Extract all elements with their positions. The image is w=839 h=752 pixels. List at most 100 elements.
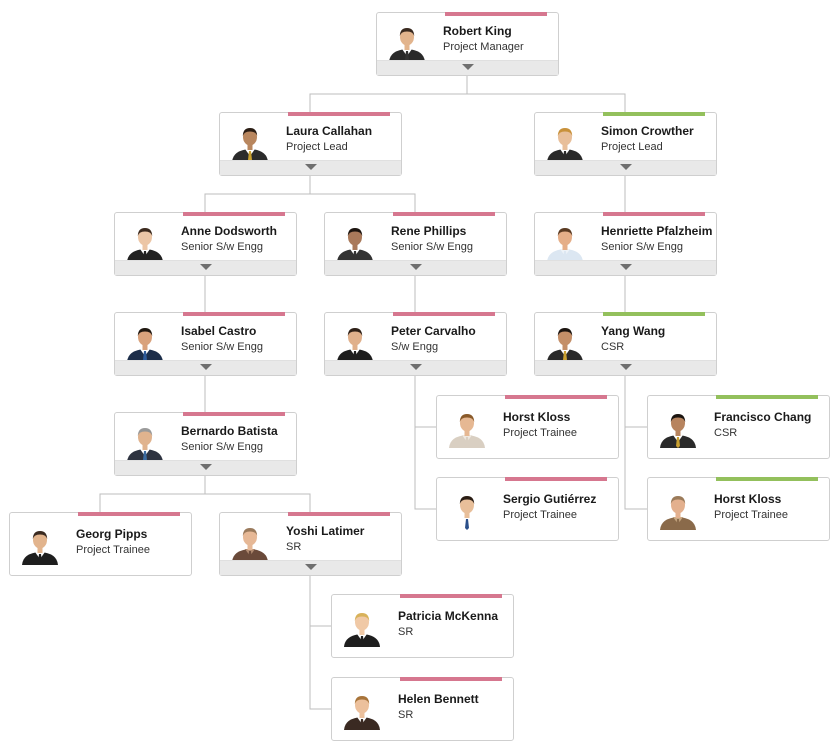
chevron-down-icon — [199, 364, 212, 370]
employee-title: Senior S/w Engg — [391, 241, 473, 253]
employee-name: Yoshi Latimer — [286, 524, 365, 538]
employee-title: Senior S/w Engg — [601, 241, 683, 253]
avatar — [335, 322, 375, 362]
employee-title: Project Manager — [443, 41, 524, 53]
card-accent-bar — [716, 395, 818, 399]
employee-title: S/w Engg — [391, 341, 439, 353]
avatar — [447, 490, 487, 530]
avatar — [447, 408, 487, 448]
card-accent-bar — [400, 594, 502, 598]
chevron-down-icon — [409, 364, 422, 370]
collapse-toggle-button[interactable] — [325, 360, 506, 375]
card-accent-bar — [393, 212, 495, 216]
avatar — [230, 522, 270, 562]
avatar — [342, 690, 382, 730]
chevron-down-icon — [199, 264, 212, 270]
card-accent-bar — [505, 477, 607, 481]
collapse-toggle-button[interactable] — [115, 460, 296, 475]
card-accent-bar — [288, 512, 390, 516]
collapse-toggle-button[interactable] — [377, 60, 558, 75]
collapse-toggle-button[interactable] — [535, 360, 716, 375]
employee-title: Senior S/w Engg — [181, 341, 263, 353]
employee-name: Simon Crowther — [601, 124, 694, 138]
employee-name: Helen Bennett — [398, 692, 479, 706]
avatar — [545, 222, 585, 262]
collapse-toggle-button[interactable] — [220, 160, 401, 175]
card-accent-bar — [183, 312, 285, 316]
avatar — [545, 322, 585, 362]
card-accent-bar — [445, 12, 547, 16]
employee-name: Anne Dodsworth — [181, 224, 277, 238]
employee-name: Georg Pipps — [76, 527, 148, 541]
employee-title: Senior S/w Engg — [181, 441, 263, 453]
avatar — [658, 408, 698, 448]
card-accent-bar — [183, 212, 285, 216]
chevron-down-icon — [461, 64, 474, 70]
avatar — [335, 222, 375, 262]
avatar — [658, 490, 698, 530]
avatar — [125, 322, 165, 362]
card-accent-bar — [393, 312, 495, 316]
avatar — [230, 122, 270, 162]
employee-title: Project Trainee — [503, 427, 577, 439]
collapse-toggle-button[interactable] — [535, 160, 716, 175]
chevron-down-icon — [619, 364, 632, 370]
employee-name: Horst Kloss — [714, 492, 782, 506]
employee-title: Project Trainee — [714, 509, 788, 521]
chevron-down-icon — [304, 164, 317, 170]
card-accent-bar — [603, 312, 705, 316]
collapse-toggle-button[interactable] — [115, 360, 296, 375]
employee-name: Rene Phillips — [391, 224, 467, 238]
employee-name: Peter Carvalho — [391, 324, 476, 338]
avatar — [545, 122, 585, 162]
employee-name: Horst Kloss — [503, 410, 571, 424]
employee-title: Project Lead — [286, 141, 348, 153]
employee-title: Project Lead — [601, 141, 663, 153]
chevron-down-icon — [304, 564, 317, 570]
card-accent-bar — [288, 112, 390, 116]
chevron-down-icon — [409, 264, 422, 270]
employee-name: Henriette Pfalzheim — [601, 224, 713, 238]
avatar — [342, 607, 382, 647]
avatar — [125, 422, 165, 462]
employee-name: Laura Callahan — [286, 124, 373, 138]
employee-name: Yang Wang — [601, 324, 666, 338]
collapse-toggle-button[interactable] — [115, 260, 296, 275]
collapse-toggle-button[interactable] — [220, 560, 401, 575]
collapse-toggle-button[interactable] — [535, 260, 716, 275]
card-accent-bar — [183, 412, 285, 416]
chevron-down-icon — [619, 164, 632, 170]
chevron-down-icon — [619, 264, 632, 270]
employee-name: Patricia McKenna — [398, 609, 499, 623]
chevron-down-icon — [199, 464, 212, 470]
avatar — [387, 22, 427, 62]
employee-title: Senior S/w Engg — [181, 241, 263, 253]
collapse-toggle-button[interactable] — [325, 260, 506, 275]
employee-title: CSR — [601, 341, 625, 353]
employee-title: Project Trainee — [503, 509, 577, 521]
card-accent-bar — [603, 212, 705, 216]
employee-title: CSR — [714, 427, 738, 439]
card-accent-bar — [400, 677, 502, 681]
employee-title: Project Trainee — [76, 544, 150, 556]
employee-name: Isabel Castro — [181, 324, 257, 338]
